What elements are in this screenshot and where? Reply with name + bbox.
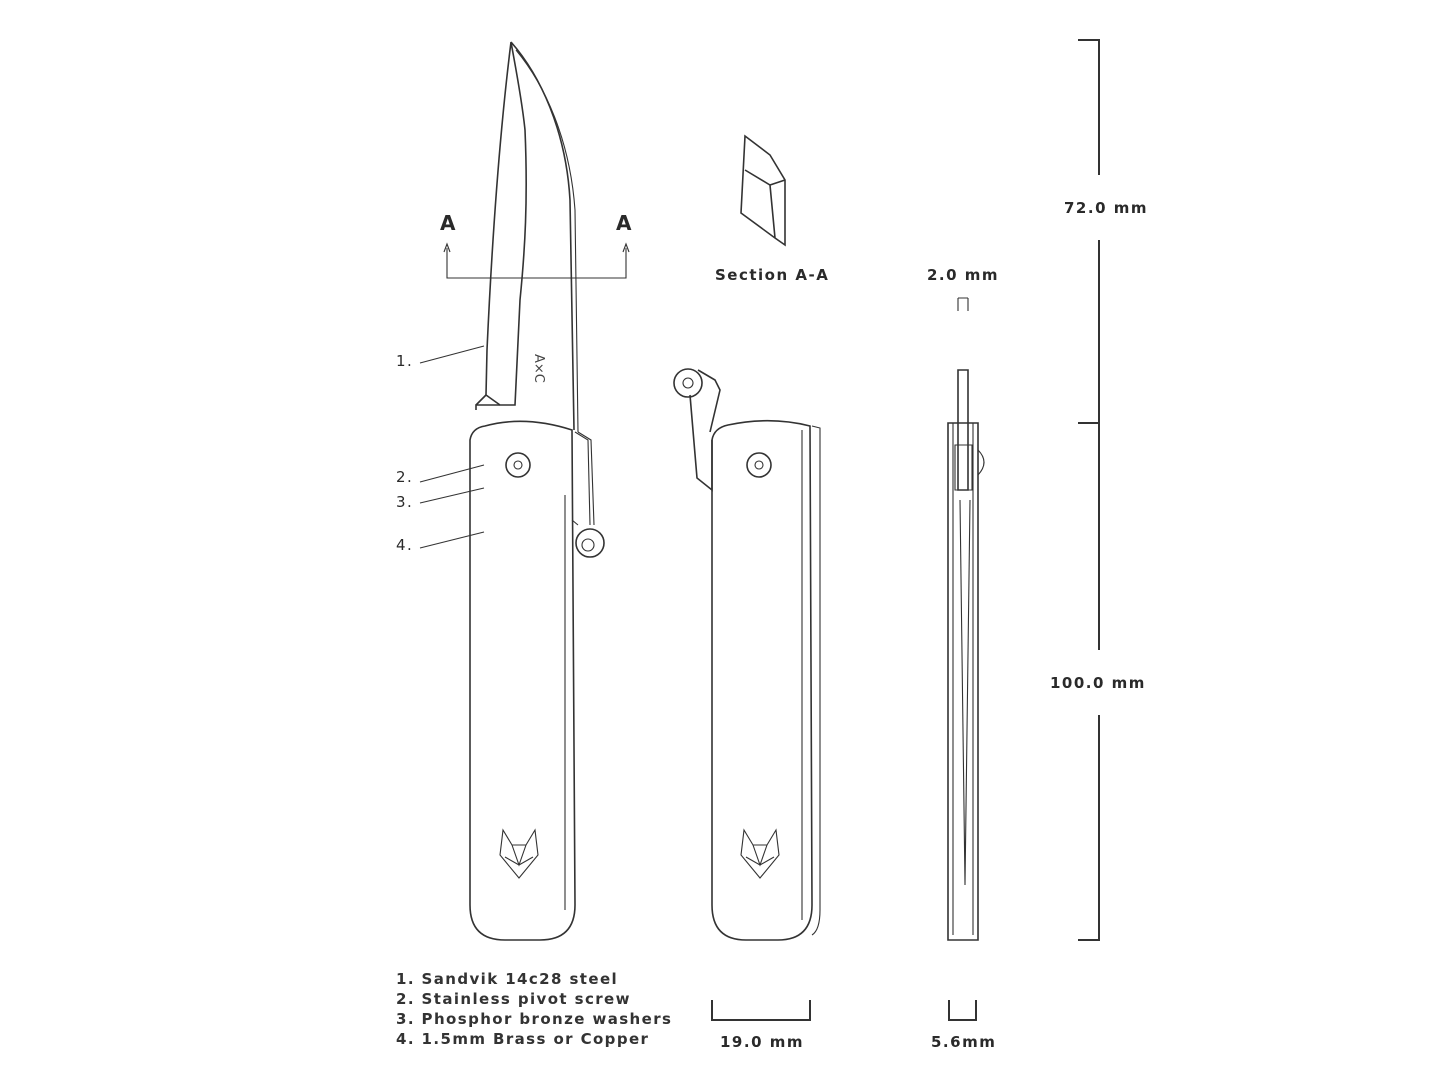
legend-item: 4. 1.5mm Brass or Copper (396, 1030, 650, 1048)
handle-open (469, 420, 576, 941)
section-a-a-shape (740, 134, 786, 247)
callout-3: 3. (396, 493, 414, 511)
svg-text:A⨯C: A⨯C (531, 354, 546, 383)
open-knife: A⨯C (419, 41, 630, 941)
blade-thickness-label: 2.0 mm (927, 266, 1000, 284)
section-marker-right: A (616, 211, 632, 235)
legend-item: 1. Sandvik 14c28 steel (396, 970, 619, 988)
side-view-knife (947, 297, 985, 941)
legend-item: 3. Phosphor bronze washers (396, 1010, 673, 1028)
handle-width-label: 19.0 mm (720, 1033, 804, 1051)
section-label: Section A-A (715, 266, 830, 284)
callout-4: 4. (396, 536, 414, 554)
closed-knife (673, 368, 821, 941)
blade-open (485, 41, 575, 431)
section-marker-left: A (440, 211, 456, 235)
blade-length-label: 72.0 mm (1064, 199, 1148, 217)
callout-2: 2. (396, 468, 414, 486)
thickness-label: 5.6mm (931, 1033, 997, 1051)
fox-logo-icon (499, 828, 539, 879)
parts-legend: 1. Sandvik 14c28 steel 2. Stainless pivo… (396, 969, 672, 1049)
callout-1: 1. (396, 352, 414, 370)
axc-logo: A⨯C (531, 354, 546, 383)
dimension-lines (711, 39, 1100, 1021)
handle-length-label: 100.0 mm (1050, 674, 1146, 692)
legend-item: 2. Stainless pivot screw (396, 990, 631, 1008)
